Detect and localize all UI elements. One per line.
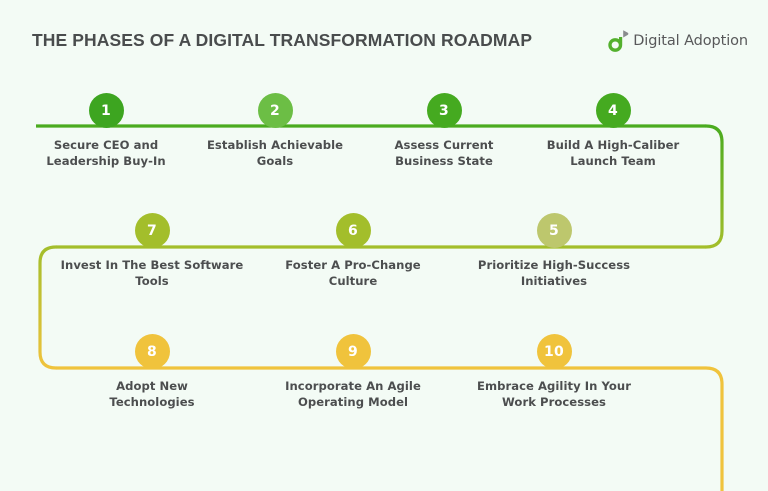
step-number-badge: 7 <box>134 213 170 248</box>
step-number-badge: 4 <box>595 93 631 128</box>
step-number-badge: 1 <box>88 93 124 128</box>
step-number-badge: 10 <box>536 334 572 369</box>
connector-row3-tail <box>705 366 724 491</box>
page-title: THE PHASES OF A DIGITAL TRANSFORMATION R… <box>32 30 533 50</box>
step-number-badge: 5 <box>536 213 572 248</box>
digital-adoption-logo-icon <box>608 29 630 53</box>
brand-logo-text: Digital Adoption <box>633 33 748 49</box>
step-number-badge: 3 <box>426 93 462 128</box>
step-number-badge: 6 <box>335 213 371 248</box>
header: THE PHASES OF A DIGITAL TRANSFORMATION R… <box>0 0 768 80</box>
step-number-badge: 8 <box>134 334 170 369</box>
brand-logo[interactable]: Digital Adoption <box>608 29 748 53</box>
step-number-badge: 9 <box>335 334 371 369</box>
step-number-badge: 2 <box>257 93 293 128</box>
